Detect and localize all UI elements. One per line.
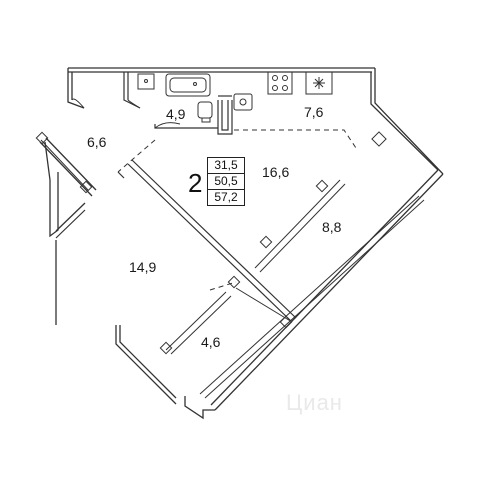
room-area-living: 16,6	[262, 164, 290, 180]
bathroom-fixtures	[137, 73, 253, 123]
room-count: 2	[188, 168, 203, 198]
area-summary-box: 31,5 50,5 57,2	[207, 157, 245, 206]
room-area-balcony-small: 4,6	[201, 334, 221, 350]
total-area: 57,2	[214, 190, 238, 204]
outer-walls	[39, 67, 444, 420]
living-area: 31,5	[208, 158, 244, 174]
total-area-without-balconies: 50,5	[208, 174, 244, 190]
window-left	[35, 131, 93, 194]
kitchen-fixtures	[267, 71, 333, 95]
partition-wall	[55, 159, 297, 323]
room-area-balcony-large: 8,8	[322, 219, 342, 235]
room-area-kitchen: 7,6	[304, 104, 324, 120]
door-swings	[71, 98, 181, 129]
room-area-hall: 6,6	[87, 134, 107, 150]
zone-dividers	[117, 129, 357, 291]
balcony-large-window	[199, 131, 425, 399]
room-area-bedroom: 14,9	[129, 259, 157, 275]
room-area-bathroom: 4,9	[166, 106, 186, 122]
interior-walls	[123, 72, 233, 135]
balcony-small-window	[159, 287, 293, 355]
watermark: Циан	[286, 390, 343, 415]
